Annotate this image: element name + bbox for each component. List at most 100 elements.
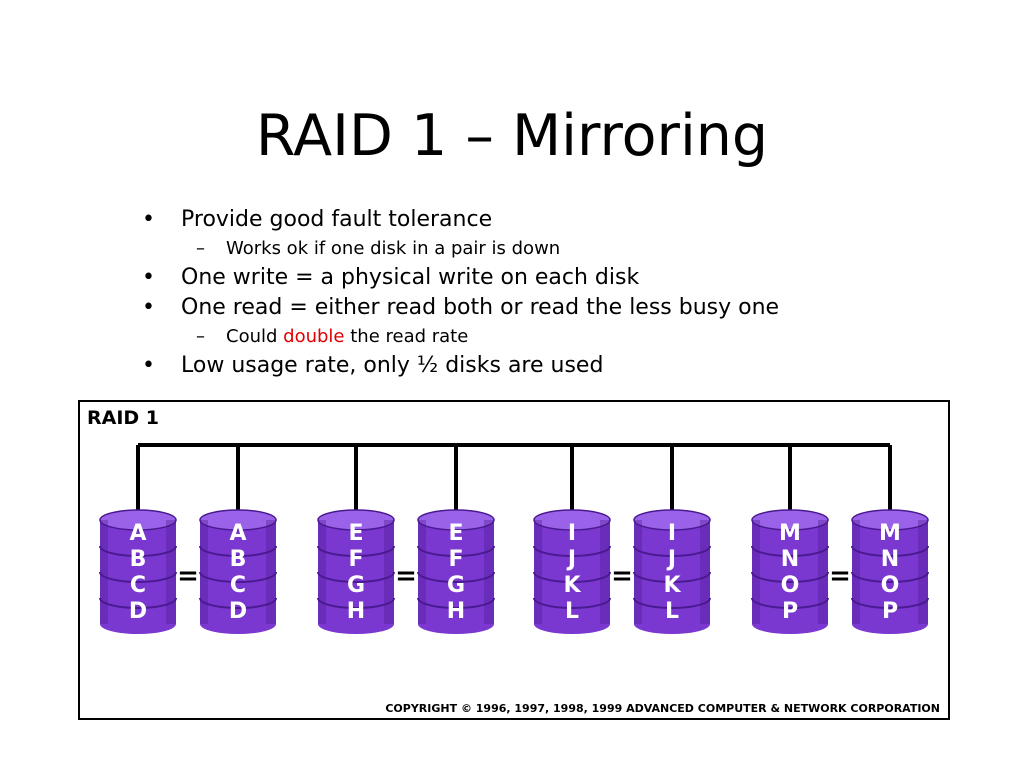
mirror-equals-sign: = [611,561,633,591]
disk-shade [384,520,394,624]
disk-bottom [852,614,928,634]
disk-block-label: J [566,547,576,572]
disk-shade [700,520,710,624]
disk-bottom [318,614,394,634]
disk-body [318,520,394,624]
disk-body [634,520,710,624]
disk-shade [752,520,760,624]
disk-band-separator [751,597,829,609]
disk-shade [918,520,928,624]
disk-block-label: M [779,521,801,546]
disk-band-separator [851,545,929,557]
disk-top [851,509,929,531]
copyright-notice: COPYRIGHT © 1996, 1997, 1998, 1999 ADVAN… [385,702,940,715]
disk-block-label: A [129,521,146,546]
disk-band-separator [199,545,277,557]
disk-band-separator [317,597,395,609]
disk-block-label: J [666,547,676,572]
disk-body [852,520,928,624]
disk-band-separator [417,545,495,557]
disk-shade [634,520,642,624]
disk-block-label: E [348,521,363,546]
disk-bottom [200,614,276,634]
disk-band-separator [851,597,929,609]
disk-body [200,520,276,624]
disk-shade [418,520,426,624]
bullet-item: One write = a physical write on each dis… [140,263,940,293]
bullet-item: One read = either read both or read the … [140,293,940,323]
disk-block-label: N [881,547,899,572]
disk-block-label: B [130,547,147,572]
mirror-equals-sign: = [395,561,417,591]
disk-band-separator [851,571,929,583]
disk-band-separator [533,571,611,583]
disk-block-label: O [881,573,900,598]
disk-block-label: F [348,547,363,572]
sub-bullet-suffix: the read rate [344,326,469,347]
disk-shade [534,520,542,624]
disk-block-label: G [447,573,465,598]
bullet-list: Provide good fault tolerance Works ok if… [140,205,940,381]
disk-bottom [100,614,176,634]
diagram-title: RAID 1 [87,407,160,429]
disk-band-separator [99,597,177,609]
disk-block-label: L [565,599,579,624]
disk-band-separator [417,597,495,609]
disk-band-separator [417,571,495,583]
disk-block-label: P [882,599,898,624]
disk-band-separator [317,571,395,583]
disk-band-separator [751,545,829,557]
mirror-equals-sign: = [177,561,199,591]
disk-body [100,520,176,624]
disk-shade [818,520,828,624]
disk-shade [318,520,326,624]
disk-block-label: C [130,573,146,598]
disk-block-label: I [668,521,676,546]
disk-shade [600,520,610,624]
disk-top [533,509,611,531]
disk-block-label: D [129,599,147,624]
bullet-item: Provide good fault tolerance [140,205,940,235]
disk-bottom [752,614,828,634]
disk-top [417,509,495,531]
disk-body [752,520,828,624]
disk-shade [852,520,860,624]
disk-block-label: I [568,521,576,546]
sub-bullet-item: Works ok if one disk in a pair is down [140,235,940,263]
disk-block-label: N [781,547,799,572]
disk-body [418,520,494,624]
mirror-equals-sign: = [829,561,851,591]
disk-block-label: O [781,573,800,598]
disk-block-label: H [347,599,365,624]
disk-block-label: E [448,521,463,546]
disk-block-label: M [879,521,901,546]
disk-shade [166,520,176,624]
disk-block-label: D [229,599,247,624]
disk-block-label: G [347,573,365,598]
sub-bullet-item: Could double the read rate [140,323,940,351]
disk-band-separator [99,571,177,583]
disk-band-separator [633,571,711,583]
disk-block-label: P [782,599,798,624]
disk-top [317,509,395,531]
slide-title: RAID 1 – Mirroring [255,103,769,169]
disk-band-separator [633,545,711,557]
disk-top [751,509,829,531]
disk-block-label: B [230,547,247,572]
disk-bottom [418,614,494,634]
disk-block-label: C [230,573,246,598]
disk-block-label: H [447,599,465,624]
highlighted-word: double [283,326,345,347]
disk-body [534,520,610,624]
disk-block-label: F [448,547,463,572]
disk-block-label: K [563,573,581,598]
disk-shade [100,520,108,624]
disk-band-separator [633,597,711,609]
disk-block-label: L [665,599,679,624]
disk-top [199,509,277,531]
disk-block-label: A [229,521,246,546]
bullet-item: Low usage rate, only ½ disks are used [140,351,940,381]
disk-band-separator [199,597,277,609]
